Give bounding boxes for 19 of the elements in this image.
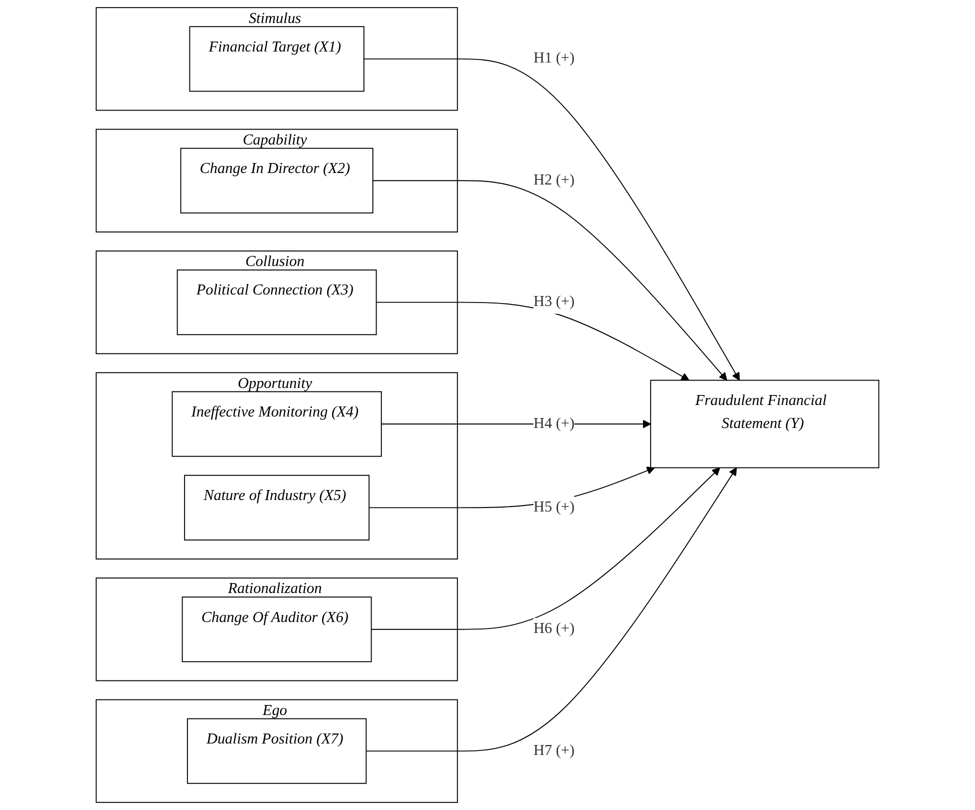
edge-label: H6 (+) [533, 620, 575, 637]
node-box: Change In Director (X2) [180, 148, 374, 214]
node-box: Ineffective Monitoring (X4) [172, 391, 382, 457]
arrow [363, 58, 740, 381]
node-box: Fraudulent Financial Statement (Y) [650, 380, 880, 468]
arrow [370, 467, 720, 630]
arrow [372, 180, 728, 381]
edge-label: H4 (+) [533, 415, 575, 432]
edge-label: H5 (+) [533, 499, 575, 516]
edge-label: H2 (+) [533, 172, 575, 188]
edge-label: H3 (+) [533, 294, 575, 310]
arrow [376, 302, 690, 381]
node-box: Dualism Position (X7) [186, 718, 367, 784]
node-box: Financial Target (X1) [189, 26, 364, 92]
edge-label: H1 (+) [533, 50, 575, 67]
node-box: Political Connection (X3) [176, 270, 377, 336]
edge-label: H7 (+) [533, 742, 575, 759]
node-box: Nature of Industry (X5) [184, 474, 370, 540]
node-box: Change Of Auditor (X6) [182, 596, 372, 662]
